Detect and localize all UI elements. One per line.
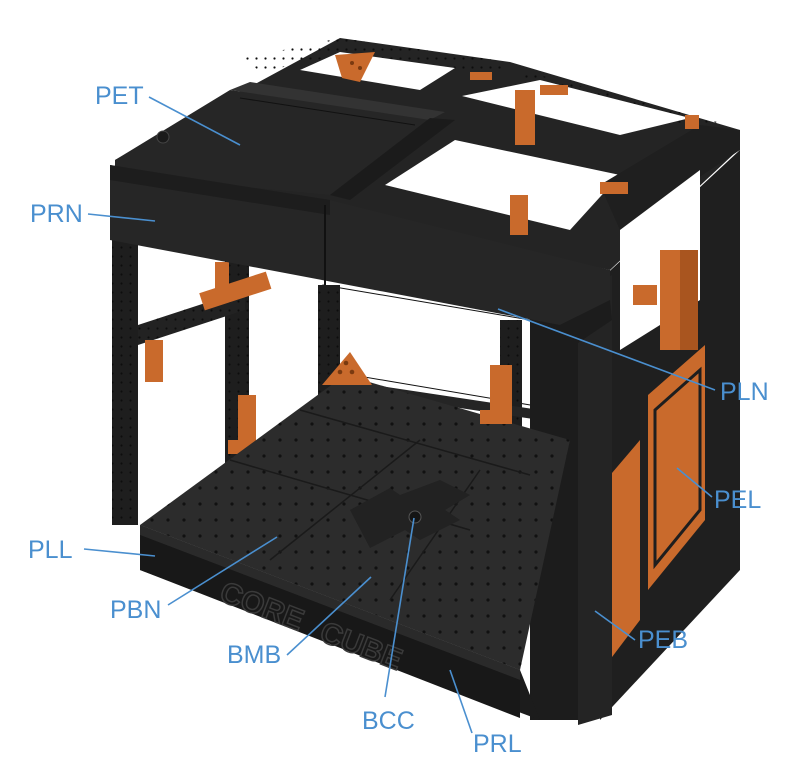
callouts: PET PRN PLN PEL PLL PBN PEB BMB BCC PRL xyxy=(28,82,769,758)
leader-pln xyxy=(497,308,716,391)
callout-prl: PRL xyxy=(473,730,522,758)
rear-triangle-plate xyxy=(322,352,372,385)
leader-bcc xyxy=(384,517,415,698)
callout-pel: PEL xyxy=(714,486,761,514)
top-panel-knob xyxy=(156,130,170,144)
callout-pln: PLN xyxy=(720,378,769,406)
leader-pll xyxy=(83,548,156,557)
top-opening-front xyxy=(385,140,620,230)
callout-pet: PET xyxy=(95,82,144,110)
rear-brackets xyxy=(335,52,699,235)
side-panel-upper xyxy=(648,345,705,590)
leader-prl xyxy=(449,669,473,734)
leader-peb xyxy=(594,610,636,641)
callout-bcc: BCC xyxy=(362,707,415,735)
center-hub xyxy=(408,510,422,524)
top-corner-bracket xyxy=(335,52,375,82)
leader-pel xyxy=(676,467,713,498)
callout-bmb: BMB xyxy=(227,641,281,669)
bottom-tray: CORE CUBE xyxy=(140,352,570,720)
leader-bmb xyxy=(286,576,372,656)
callout-prn: PRN xyxy=(30,200,83,228)
top-panel xyxy=(115,90,430,195)
leader-pbn xyxy=(167,536,278,606)
callout-pbn: PBN xyxy=(110,596,161,624)
callout-pll: PLL xyxy=(28,536,73,564)
leader-pet xyxy=(148,96,241,146)
leader-prn xyxy=(87,213,156,222)
callout-peb: PEB xyxy=(638,626,688,654)
front-top-beam xyxy=(110,165,612,345)
left-foot-bracket xyxy=(238,395,256,450)
